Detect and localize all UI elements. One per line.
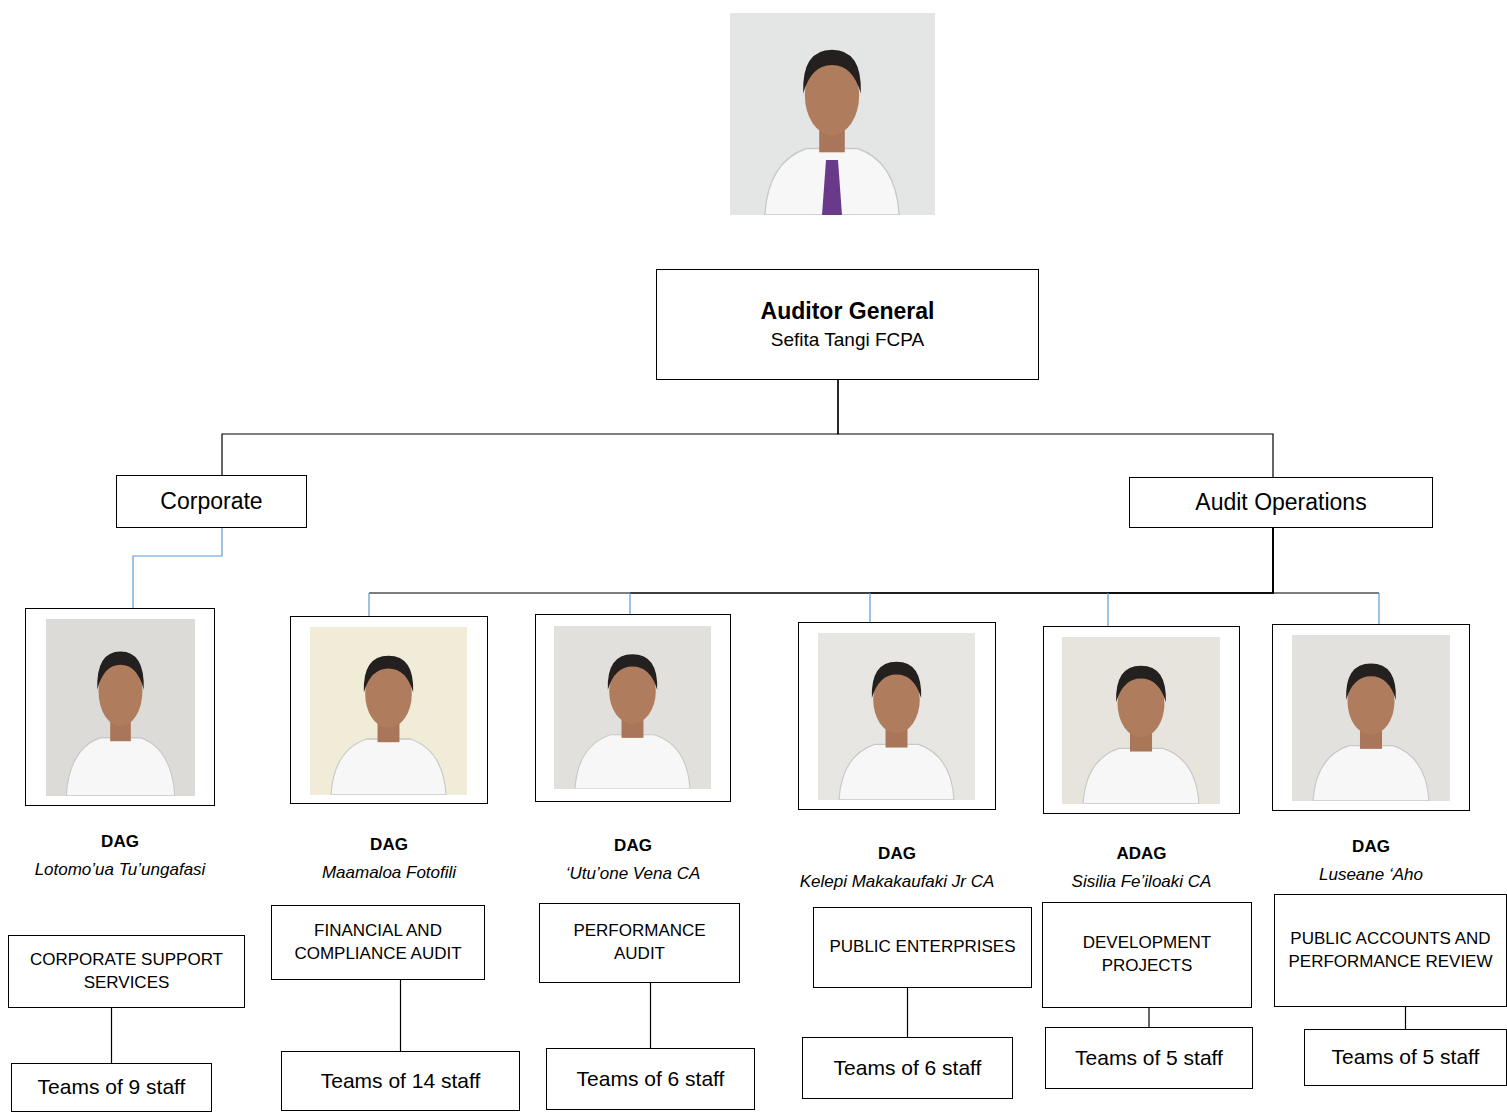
org-connector <box>650 983 651 1048</box>
org-connector <box>222 380 838 475</box>
connector-segment <box>650 983 651 1048</box>
connector-segment <box>1273 528 1379 593</box>
photo-frame: ADAGSisilia Fe’iloaki CA <box>1043 626 1240 814</box>
connector-segment <box>629 593 630 614</box>
team-box: Teams of 5 staff <box>1304 1029 1507 1086</box>
unit-box: CORPORATE SUPPORT SERVICES <box>8 935 245 1008</box>
branch-box: Audit Operations <box>1129 477 1433 528</box>
person-name: Sisilia Fe’iloaki CA <box>1072 868 1212 896</box>
connector-segment <box>111 1008 112 1063</box>
caption-block: ADAGSisilia Fe’iloaki CA <box>1072 840 1212 896</box>
unit-box: PERFORMANCE AUDIT <box>539 903 740 983</box>
connector-segment <box>870 528 1273 593</box>
unit-box: FINANCIAL AND COMPLIANCE AUDIT <box>271 905 485 980</box>
person-name: Maamaloa Fotofili <box>322 859 456 887</box>
connector-segment <box>368 593 369 616</box>
photo-frame: DAGMaamaloa Fotofili <box>290 616 488 804</box>
unit-box: PUBLIC ACCOUNTS AND PERFORMANCE REVIEW <box>1274 894 1507 1007</box>
unit-label: FINANCIAL AND COMPLIANCE AUDIT <box>282 920 474 966</box>
org-connector <box>838 380 1273 477</box>
team-label: Teams of 5 staff <box>1075 1044 1223 1072</box>
title-box: Auditor GeneralSefita Tangi FCPA <box>656 269 1039 380</box>
photo-frame: DAGKelepi Makakaufaki Jr CA <box>798 622 996 810</box>
portrait <box>46 619 195 796</box>
position-label: DAG <box>1319 833 1423 861</box>
branch-label: Corporate <box>160 486 262 517</box>
caption-block: DAGLuseane ‘Aho <box>1319 833 1423 889</box>
team-label: Teams of 6 staff <box>834 1054 982 1082</box>
role-title: Auditor General <box>761 296 935 327</box>
connector-segment <box>1378 593 1379 624</box>
connector-segment <box>838 380 1273 477</box>
connector-segment <box>1107 593 1108 626</box>
position-label: DAG <box>800 840 995 868</box>
team-box: Teams of 6 staff <box>802 1037 1013 1099</box>
unit-box: DEVELOPMENT PROJECTS <box>1042 902 1252 1008</box>
connector-segment <box>400 980 401 1051</box>
unit-box: PUBLIC ENTERPRISES <box>813 907 1032 988</box>
portrait <box>554 626 711 789</box>
person-name: Kelepi Makakaufaki Jr CA <box>800 868 995 896</box>
org-connector <box>1273 528 1379 624</box>
caption-block: DAGLotomo’ua Tu’ungafasi <box>35 828 206 884</box>
team-box: Teams of 5 staff <box>1045 1027 1253 1089</box>
photo-frame: DAGLotomo’ua Tu’ungafasi <box>25 608 215 806</box>
unit-label: CORPORATE SUPPORT SERVICES <box>19 949 234 995</box>
org-connector <box>369 528 1273 616</box>
org-connector <box>907 988 908 1037</box>
team-label: Teams of 5 staff <box>1332 1043 1480 1071</box>
branch-label: Audit Operations <box>1195 487 1366 518</box>
connector-segment <box>1108 528 1273 593</box>
connector-segment <box>869 593 870 622</box>
person-name: ‘Utu’one Vena CA <box>566 860 701 888</box>
photo-frame: DAG‘Utu’one Vena CA <box>535 614 731 802</box>
person-name: Luseane ‘Aho <box>1319 861 1423 889</box>
connector-segment <box>907 988 908 1037</box>
caption-block: DAG‘Utu’one Vena CA <box>566 832 701 888</box>
team-box: Teams of 14 staff <box>281 1051 520 1111</box>
team-label: Teams of 9 staff <box>38 1073 186 1101</box>
caption-block: DAGMaamaloa Fotofili <box>322 831 456 887</box>
org-connector <box>1149 1008 1150 1027</box>
person-name: Lotomo’ua Tu’ungafasi <box>35 856 206 884</box>
portrait <box>310 627 467 795</box>
team-box: Teams of 6 staff <box>546 1048 755 1110</box>
org-connector <box>870 528 1273 622</box>
connector-segment <box>1405 1007 1406 1029</box>
position-label: DAG <box>35 828 206 856</box>
team-box: Teams of 9 staff <box>11 1063 212 1112</box>
position-label: ADAG <box>1072 840 1212 868</box>
position-label: DAG <box>566 832 701 860</box>
unit-label: PUBLIC ENTERPRISES <box>829 936 1015 959</box>
connector-segment <box>369 528 1273 593</box>
portrait <box>730 13 935 215</box>
unit-label: DEVELOPMENT PROJECTS <box>1053 932 1241 978</box>
org-connector <box>1405 1007 1406 1029</box>
portrait <box>1292 635 1450 801</box>
portrait <box>1062 637 1220 804</box>
team-label: Teams of 14 staff <box>321 1067 481 1095</box>
connector-segment <box>222 380 838 475</box>
branch-box: Corporate <box>116 475 307 528</box>
unit-label: PERFORMANCE AUDIT <box>550 920 729 966</box>
caption-block: DAGKelepi Makakaufaki Jr CA <box>800 840 995 896</box>
photo-frame: DAGLuseane ‘Aho <box>1272 624 1470 811</box>
position-label: DAG <box>322 831 456 859</box>
connector-segment <box>133 528 222 608</box>
person-name: Sefita Tangi FCPA <box>771 327 924 353</box>
org-connector <box>133 528 222 608</box>
org-connector <box>1108 528 1273 626</box>
team-label: Teams of 6 staff <box>577 1065 725 1093</box>
unit-label: PUBLIC ACCOUNTS AND PERFORMANCE REVIEW <box>1285 928 1496 974</box>
org-connector <box>111 1008 112 1063</box>
connector-segment <box>1148 1008 1149 1027</box>
org-connector <box>630 528 1273 614</box>
org-connector <box>400 980 401 1051</box>
portrait <box>818 633 975 800</box>
connector-segment <box>630 528 1273 593</box>
